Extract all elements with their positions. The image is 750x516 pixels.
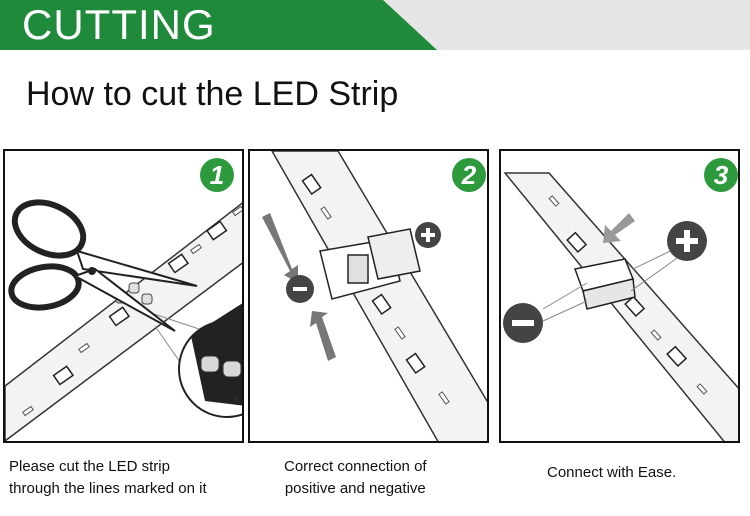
step-panel-3: 3 bbox=[499, 149, 740, 443]
caption-line: positive and negative bbox=[284, 480, 426, 497]
step-number-badge: 2 bbox=[452, 158, 486, 192]
connected-strip-illustration bbox=[503, 172, 738, 441]
step-panel-1: × 1 bbox=[3, 149, 244, 443]
connector-illustration bbox=[262, 151, 487, 441]
plus-icon bbox=[667, 221, 707, 261]
step-1-caption: Please cut the LED strip through the lin… bbox=[9, 456, 207, 500]
minus-icon bbox=[286, 275, 314, 303]
minus-icon bbox=[503, 303, 543, 343]
step-panel-2: 2 bbox=[248, 149, 489, 443]
banner-title: CUTTING bbox=[22, 1, 216, 48]
plus-icon bbox=[415, 222, 441, 248]
page-title: How to cut the LED Strip bbox=[26, 75, 399, 113]
scissors-icon bbox=[8, 199, 198, 332]
caption-line: Connect with Ease. bbox=[547, 464, 677, 481]
caption-line: Correct connection of bbox=[284, 458, 427, 475]
step-number-badge: 1 bbox=[200, 158, 234, 192]
step-number-badge: 3 bbox=[704, 158, 738, 192]
step-3-caption: Connect with Ease. bbox=[547, 462, 676, 484]
caption-line: through the lines marked on it bbox=[9, 480, 207, 497]
caption-line: Please cut the LED strip bbox=[9, 458, 170, 475]
step-2-caption: Correct connection of positive and negat… bbox=[284, 456, 427, 500]
section-banner bbox=[0, 0, 437, 50]
cut-strip-illustration: × bbox=[5, 202, 242, 441]
svg-text:×: × bbox=[233, 395, 239, 406]
